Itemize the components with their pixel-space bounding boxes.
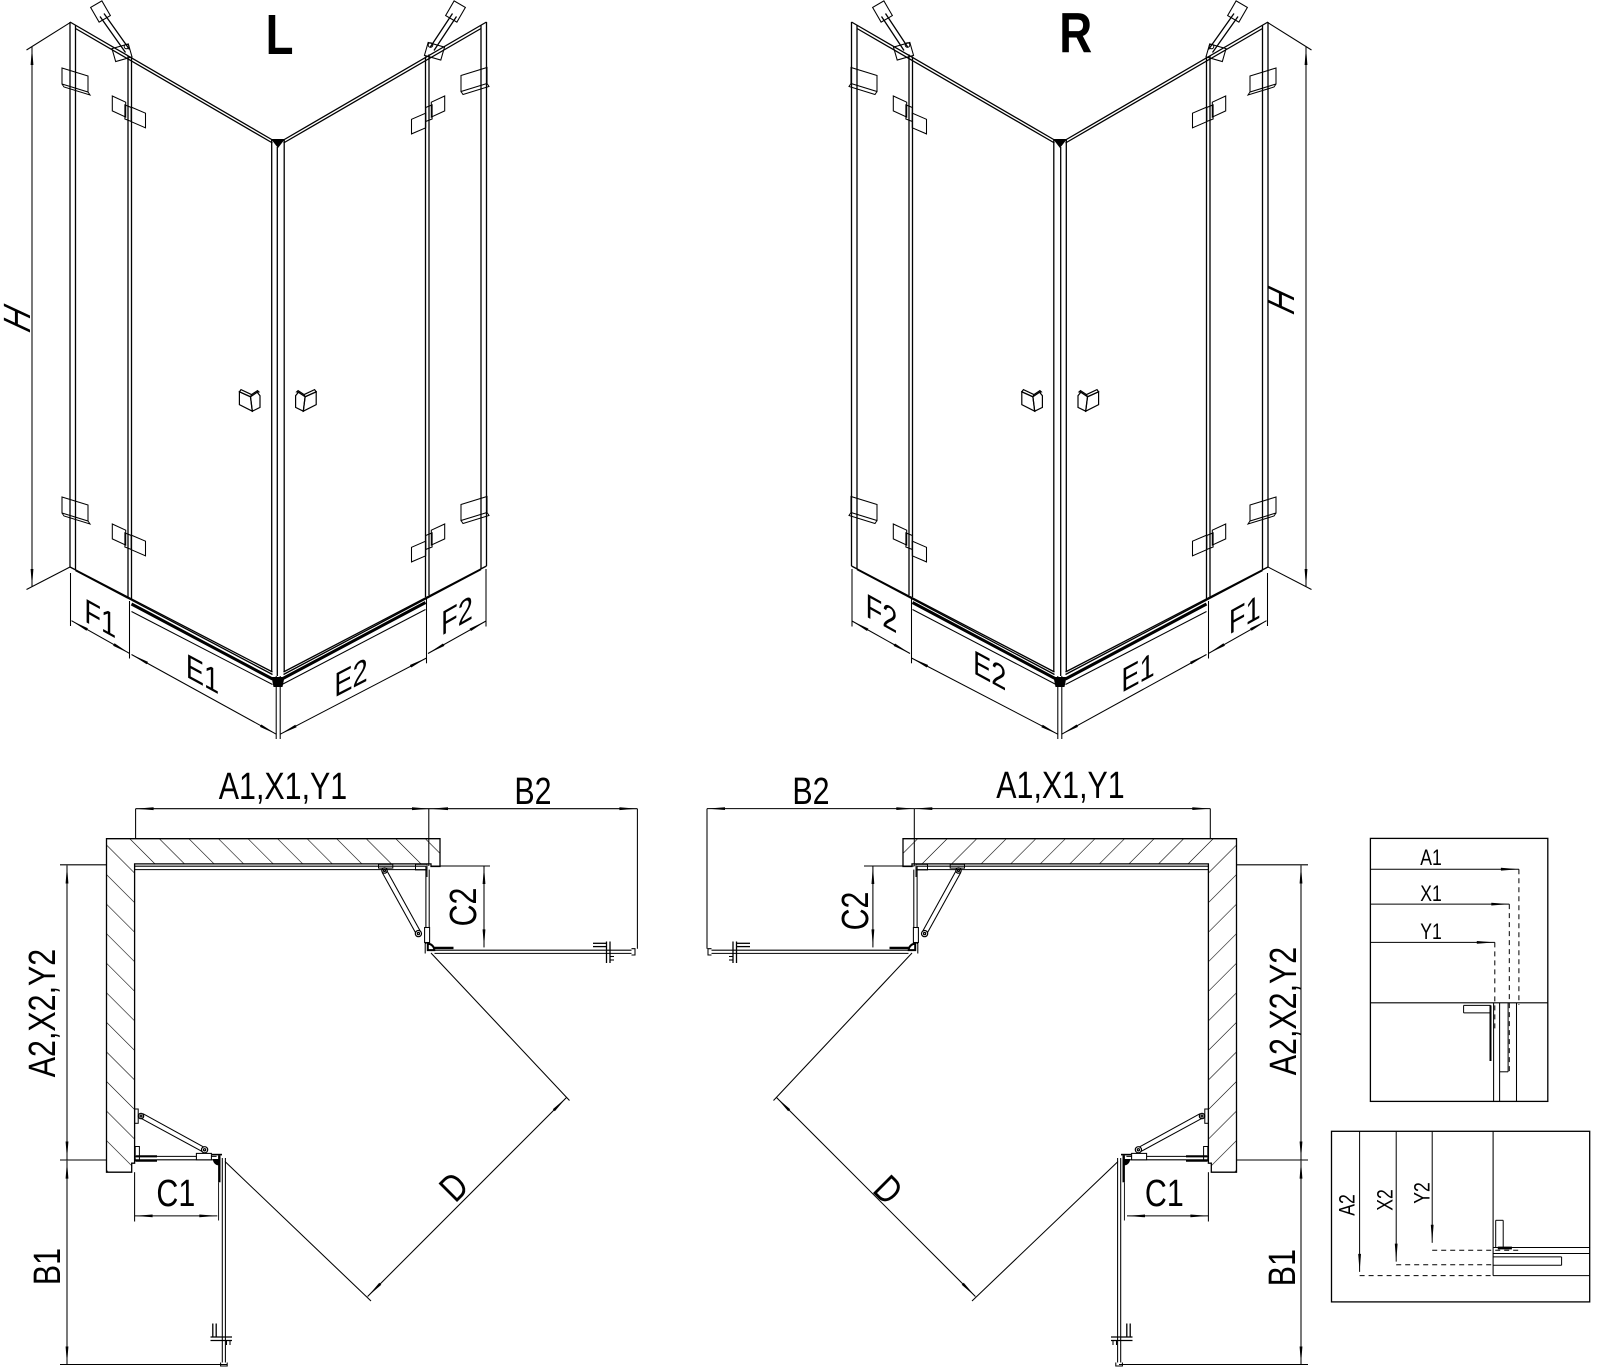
svg-text:Y1: Y1 bbox=[1420, 920, 1442, 944]
svg-text:Y2: Y2 bbox=[1411, 1182, 1435, 1204]
svg-text:B1: B1 bbox=[1262, 1249, 1304, 1286]
svg-text:A2,X2,Y2: A2,X2,Y2 bbox=[22, 949, 64, 1077]
svg-text:A1: A1 bbox=[1420, 846, 1442, 870]
svg-text:A1,X1,Y1: A1,X1,Y1 bbox=[996, 765, 1124, 807]
svg-text:B1: B1 bbox=[27, 1248, 69, 1285]
svg-text:C1: C1 bbox=[1145, 1173, 1184, 1215]
svg-text:C2: C2 bbox=[835, 892, 877, 931]
svg-text:B2: B2 bbox=[792, 771, 829, 813]
svg-text:A1,X1,Y1: A1,X1,Y1 bbox=[219, 766, 347, 808]
svg-text:A2,X2,Y2: A2,X2,Y2 bbox=[1263, 947, 1305, 1075]
svg-text:C2: C2 bbox=[443, 888, 485, 927]
svg-text:X2: X2 bbox=[1374, 1189, 1398, 1211]
svg-text:A2: A2 bbox=[1336, 1194, 1360, 1216]
svg-text:X1: X1 bbox=[1420, 882, 1442, 906]
svg-text:R: R bbox=[1059, 1, 1092, 65]
svg-text:C1: C1 bbox=[156, 1173, 195, 1215]
svg-text:B2: B2 bbox=[514, 771, 551, 813]
svg-text:L: L bbox=[266, 2, 294, 66]
